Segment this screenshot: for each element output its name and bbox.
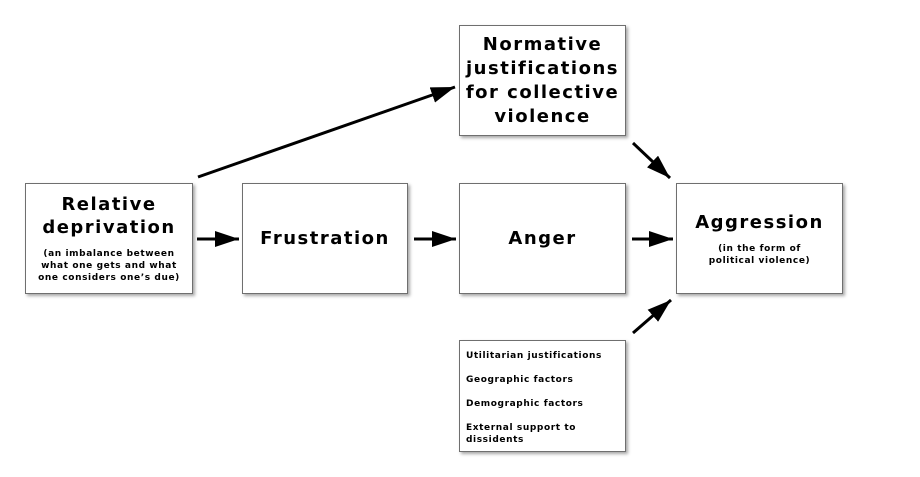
normative-justifications-box: Normative justifications for collective … xyxy=(459,25,626,136)
frustration-title: Frustration xyxy=(260,227,390,249)
aggression-box: Aggression (in the form of political vio… xyxy=(676,183,843,294)
frustration-box: Frustration xyxy=(242,183,408,294)
factor-geographic: Geographic factors xyxy=(466,375,574,385)
relative-deprivation-box: Relative deprivation (an imbalance betwe… xyxy=(25,183,193,294)
arrow-deprivation-to-normative xyxy=(197,85,456,179)
anger-title: Anger xyxy=(508,227,577,249)
arrow-normative-to-aggression xyxy=(631,141,672,180)
factor-demographic: Demographic factors xyxy=(466,399,584,409)
relative-deprivation-subtitle: (an imbalance between what one gets and … xyxy=(38,249,180,283)
aggression-title: Aggression xyxy=(695,211,824,233)
arrow-factors-to-aggression xyxy=(632,298,672,335)
aggression-subtitle: (in the form of political violence) xyxy=(708,243,811,266)
relative-deprivation-title: Relative deprivation xyxy=(42,194,176,238)
normative-justifications-title: Normative justifications for collective … xyxy=(465,33,620,127)
factor-external-support: External support to dissidents xyxy=(466,423,577,445)
factor-utilitarian: Utilitarian justifications xyxy=(466,351,602,361)
anger-box: Anger xyxy=(459,183,626,294)
other-factors-box: Utilitarian justifications Geographic fa… xyxy=(459,340,626,452)
